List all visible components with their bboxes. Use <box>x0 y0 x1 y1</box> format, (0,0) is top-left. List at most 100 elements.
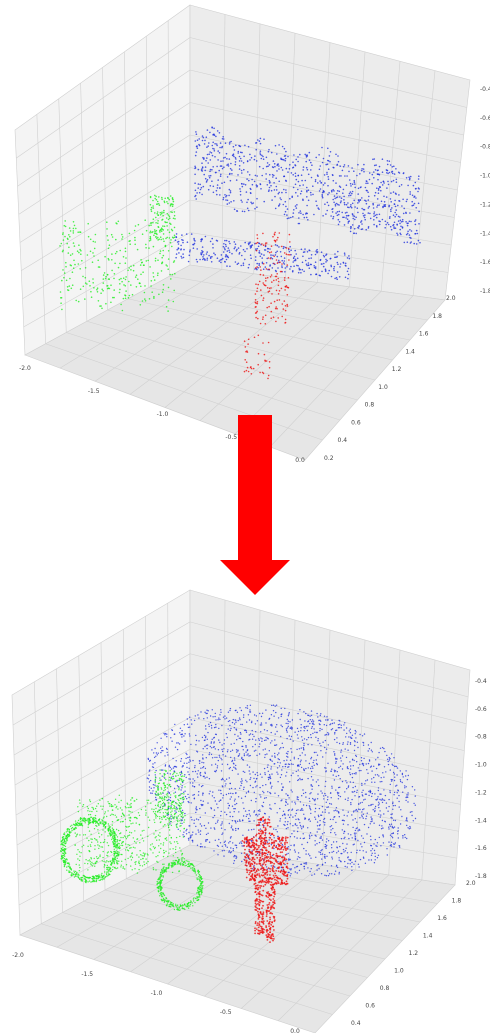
motorcycle-scan-point <box>167 299 170 301</box>
car-scan-point <box>214 143 216 145</box>
car-completed-point <box>230 727 232 730</box>
car-completed-point <box>320 853 322 856</box>
car-completed-point <box>285 729 288 732</box>
car-scan-point <box>208 142 210 144</box>
motorcycle-completed-point <box>91 861 93 864</box>
car-completed-point <box>202 794 204 796</box>
car-scan-point <box>241 210 244 213</box>
car-completed-point <box>174 746 177 748</box>
car-completed-point <box>297 796 299 798</box>
car-completed-point <box>300 766 303 769</box>
motorcycle-scan-point <box>173 211 176 213</box>
motorcycle-scan-point <box>161 261 164 264</box>
motorcycle-completed-point <box>129 804 131 806</box>
car-completed-point <box>351 866 353 868</box>
car-scan-point <box>276 153 278 155</box>
car-completed-point <box>288 712 290 714</box>
car-completed-point <box>336 846 338 848</box>
car-scan-point <box>379 186 381 188</box>
car-completed-point <box>310 857 312 859</box>
car-completed-point <box>188 839 190 841</box>
car-completed-point <box>392 805 395 807</box>
car-completed-point <box>388 805 390 808</box>
car-scan-point <box>350 226 352 228</box>
car-scan-point <box>247 242 250 244</box>
car-completed-point <box>212 816 214 819</box>
motorcycle-completed-point <box>101 834 103 836</box>
car-completed-point <box>188 733 191 735</box>
motorcycle-completed-point <box>127 857 129 860</box>
car-completed-point <box>370 821 372 823</box>
car-scan-point <box>283 147 286 150</box>
car-scan-point <box>417 187 420 189</box>
car-completed-point <box>310 727 313 729</box>
motorcycle-completed-point <box>180 819 183 821</box>
car-scan-point <box>371 182 374 185</box>
car-completed-point <box>241 842 243 845</box>
motorcycle-scan-point <box>69 254 72 256</box>
car-completed-point <box>321 811 324 813</box>
motorcycle-completed-point <box>96 821 99 824</box>
car-completed-point <box>325 733 327 736</box>
car-scan-point <box>306 196 308 198</box>
car-scan-point <box>406 232 409 235</box>
motorcycle-completed-point <box>184 865 186 867</box>
car-completed-point <box>351 734 354 736</box>
car-scan-point <box>283 257 286 259</box>
car-scan-point <box>262 155 264 158</box>
car-completed-point <box>270 865 272 867</box>
car-scan-point <box>367 227 370 229</box>
car-completed-point <box>407 794 409 796</box>
car-completed-point <box>166 736 168 738</box>
car-scan-point <box>234 261 237 263</box>
car-scan-point <box>361 168 363 170</box>
motorcycle-completed-point <box>159 879 162 882</box>
motorcycle-completed-point <box>62 846 64 848</box>
car-completed-point <box>388 826 390 828</box>
motorcycle-scan-point <box>117 220 120 223</box>
car-scan-point <box>249 159 251 161</box>
car-scan-point <box>343 216 345 219</box>
car-completed-point <box>386 848 388 850</box>
car-completed-point <box>277 773 279 775</box>
car-completed-point <box>354 835 356 838</box>
car-scan-point <box>314 179 317 181</box>
motorcycle-scan-point <box>98 266 101 268</box>
motorcycle-completed-point <box>68 871 70 873</box>
motorcycle-completed-point <box>74 828 76 830</box>
car-completed-point <box>232 792 234 795</box>
car-completed-point <box>280 715 282 718</box>
car-scan-point <box>280 166 283 169</box>
motorcycle-completed-point <box>175 859 177 862</box>
motorcycle-scan-point <box>73 245 76 247</box>
car-scan-point <box>381 171 384 173</box>
person-scan-point <box>287 286 290 289</box>
motorcycle-completed-point <box>187 903 189 905</box>
motorcycle-scan-point <box>168 231 171 234</box>
car-completed-point <box>187 837 190 840</box>
car-scan-point <box>395 209 398 211</box>
car-completed-point <box>183 791 185 793</box>
car-completed-point <box>326 799 329 801</box>
car-completed-point <box>320 814 322 816</box>
motorcycle-completed-point <box>84 822 86 824</box>
car-completed-point <box>217 854 219 856</box>
car-completed-point <box>198 740 200 742</box>
car-completed-point <box>198 760 201 762</box>
motorcycle-completed-point <box>163 868 165 871</box>
car-completed-point <box>291 727 293 729</box>
car-completed-point <box>231 825 233 827</box>
car-scan-point <box>256 197 258 200</box>
car-scan-point <box>219 259 222 261</box>
car-completed-point <box>377 854 380 856</box>
car-completed-point <box>370 749 373 751</box>
motorcycle-completed-point <box>183 821 185 823</box>
car-scan-point <box>367 207 370 209</box>
motorcycle-scan-point <box>73 224 76 227</box>
car-completed-point <box>229 729 231 732</box>
car-completed-point <box>289 727 291 729</box>
car-scan-point <box>344 262 347 265</box>
motorcycle-completed-point <box>87 863 89 865</box>
car-completed-point <box>270 787 272 789</box>
motorcycle-scan-point <box>86 254 89 256</box>
